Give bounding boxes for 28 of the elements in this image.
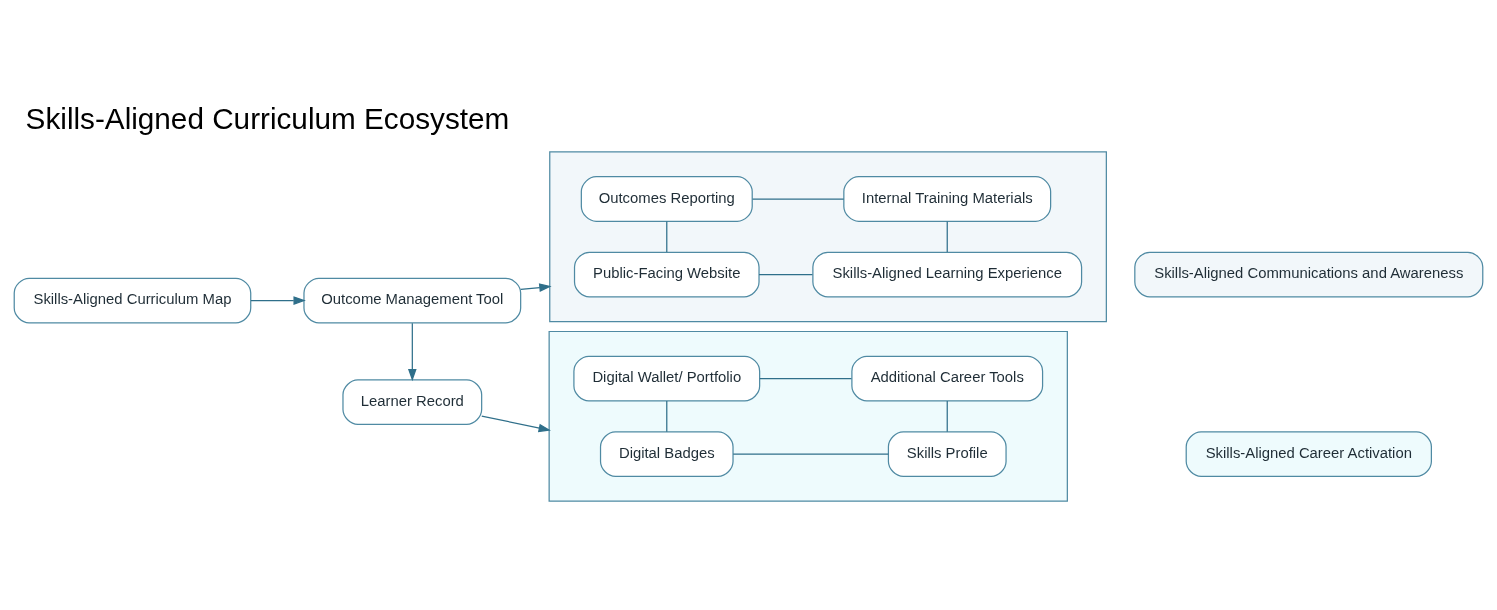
connector [758, 273, 814, 275]
connector [751, 197, 845, 200]
arrow [481, 415, 551, 432]
node-box: Internal Training Materials [843, 175, 1052, 222]
node-box: Digital Wallet/ Portfolio [573, 355, 761, 401]
node-box: Skills-Aligned Communications and Awareness [1134, 251, 1484, 297]
connector [666, 399, 668, 432]
cluster [549, 150, 1107, 322]
arrow [520, 282, 552, 292]
node-box: Outcome Management Tool [303, 277, 522, 323]
node-box: Skills Profile [887, 430, 1007, 477]
node-box: Skills-Aligned Learning Experience [812, 251, 1083, 297]
node-box: Digital Badges [599, 430, 734, 477]
node-box: Outcomes Reporting [580, 175, 753, 222]
node-box: Public-Facing Website [573, 251, 760, 297]
connector [946, 220, 948, 253]
arrow [407, 322, 417, 381]
diagram-title: Skills-Aligned Curriculum Ecosystem [25, 101, 510, 135]
connector [946, 399, 948, 432]
arrow [250, 295, 306, 305]
node-box: Additional Career Tools [851, 355, 1044, 401]
connector [732, 452, 889, 455]
cluster [548, 330, 1068, 502]
node-box: Skills-Aligned Curriculum Map [13, 277, 252, 323]
node-box: Learner Record [342, 378, 483, 425]
connector [759, 377, 853, 379]
connector [666, 220, 668, 253]
node-box: Skills-Aligned Career Activation [1185, 430, 1432, 477]
